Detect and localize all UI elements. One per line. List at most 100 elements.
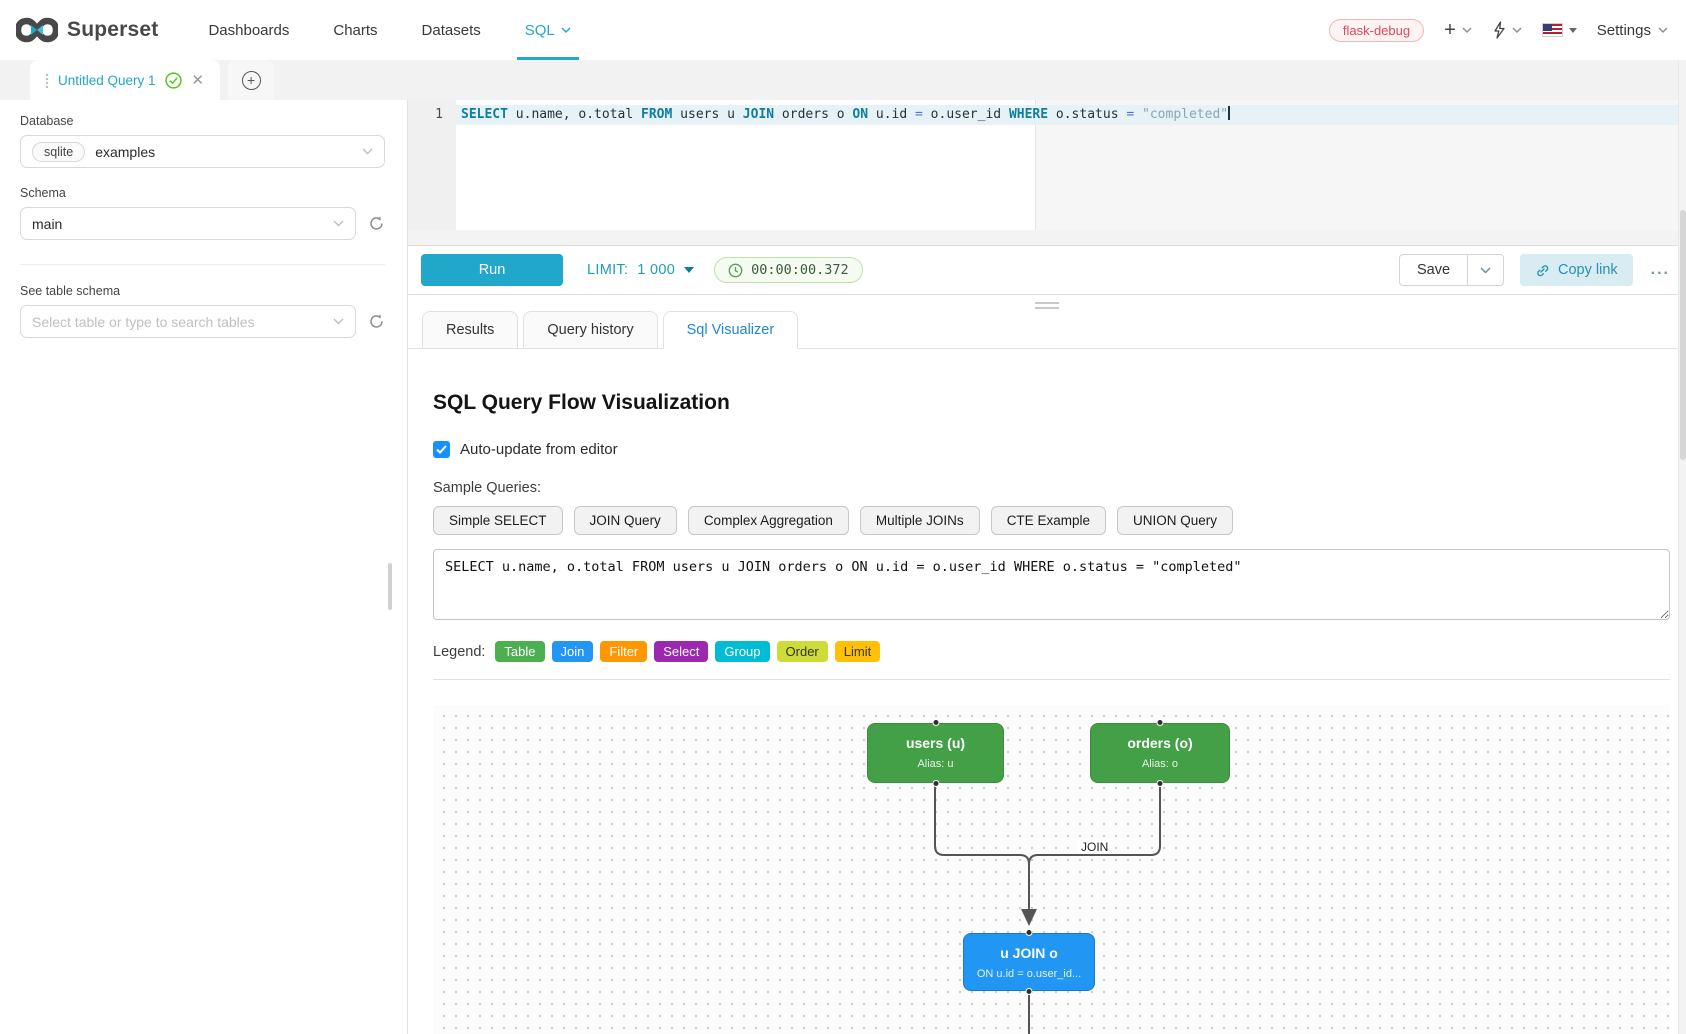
sidebar-resize-handle[interactable]: [388, 563, 392, 610]
save-button[interactable]: Save: [1398, 254, 1469, 286]
schema-select[interactable]: main: [20, 207, 356, 240]
editor-code-area[interactable]: SELECT u.name, o.total FROM users u JOIN…: [456, 100, 1685, 230]
copy-link-label: Copy link: [1558, 262, 1618, 278]
flow-node-join[interactable]: u JOIN o ON u.id = o.user_id...: [963, 929, 1095, 995]
refresh-schemas-button[interactable]: [368, 215, 385, 232]
language-picker[interactable]: [1541, 23, 1577, 37]
result-tabs: Results Query history Sql Visualizer: [408, 295, 1685, 349]
sql-token: WHERE: [1008, 107, 1049, 122]
query-tab-title: Untitled Query 1: [58, 72, 156, 88]
node-handle[interactable]: [1025, 929, 1033, 936]
refresh-icon: [370, 314, 383, 328]
query-flow-canvas[interactable]: JOIN users (u) Alias: u orders (o) Alias…: [433, 705, 1670, 1034]
superset-logo[interactable]: Superset: [16, 17, 158, 43]
nav-item-dashboards[interactable]: Dashboards: [208, 21, 290, 39]
sample-join-query-button[interactable]: JOIN Query: [573, 506, 677, 535]
content-divider: [433, 679, 1670, 680]
legend-badge-table: Table: [495, 641, 545, 662]
caret-down-icon: [684, 267, 695, 273]
node-handle[interactable]: [1025, 988, 1033, 995]
new-query-tab-button[interactable]: +: [228, 60, 275, 100]
nav-item-charts[interactable]: Charts: [333, 21, 378, 39]
query-tab-untitled[interactable]: Untitled Query 1 ✕: [30, 60, 221, 100]
chevron-down-icon: [1480, 266, 1491, 274]
scrollbar-thumb[interactable]: [1680, 210, 1686, 460]
schema-select-value: main: [32, 215, 63, 232]
link-icon: [1537, 264, 1549, 276]
checkbox-checked-icon[interactable]: [433, 441, 450, 458]
pane-resize-grip[interactable]: [1034, 299, 1059, 312]
database-label: Database: [20, 114, 74, 128]
sample-union-query-button[interactable]: UNION Query: [1116, 506, 1233, 535]
sql-code-editor[interactable]: 1 SELECT u.name, o.total FROM users u JO…: [408, 100, 1685, 230]
sqllab-workspace: Database sqlite examples Schema main See…: [0, 100, 1686, 1034]
scrollbar[interactable]: [1678, 60, 1686, 1034]
node-handle[interactable]: [932, 780, 939, 787]
limit-dropdown[interactable]: LIMIT: 1 000: [587, 262, 695, 278]
legend-badge-join: Join: [551, 641, 594, 662]
editor-resize-bar[interactable]: [408, 230, 1685, 246]
database-engine-badge: sqlite: [32, 141, 86, 162]
flow-node-orders[interactable]: orders (o) Alias: o: [1090, 719, 1230, 787]
legend-badge-filter: Filter: [600, 641, 648, 662]
sql-token: =: [1126, 107, 1135, 122]
database-select-value: examples: [95, 143, 156, 160]
settings-label: Settings: [1596, 21, 1651, 39]
sql-input-textarea[interactable]: SELECT u.name, o.total FROM users u JOIN…: [433, 549, 1670, 620]
database-select[interactable]: sqlite examples: [20, 135, 385, 168]
line-number: 1: [435, 107, 443, 122]
more-actions-button[interactable]: ...: [1650, 261, 1670, 278]
table-select[interactable]: Select table or type to search tables: [20, 305, 356, 338]
close-icon[interactable]: ✕: [191, 71, 205, 89]
active-nav-underline: [516, 57, 579, 60]
nav-item-datasets[interactable]: Datasets: [421, 21, 481, 39]
sql-token: SELECT: [461, 107, 508, 122]
flow-node-users[interactable]: users (u) Alias: u: [867, 719, 1004, 787]
table-schema-label: See table schema: [20, 284, 121, 298]
lightning-icon: [1494, 21, 1505, 39]
sql-token: ON: [852, 107, 869, 122]
join-edge-label: JOIN: [1077, 840, 1113, 854]
top-navbar: Superset Dashboards Charts Datasets SQL …: [0, 0, 1686, 60]
table-select-placeholder: Select table or type to search tables: [32, 313, 255, 330]
auto-update-toggle[interactable]: Auto-update from editor: [433, 441, 1670, 458]
node-subtitle: Alias: o: [1141, 758, 1179, 770]
sample-complex-aggregation-button[interactable]: Complex Aggregation: [687, 506, 849, 535]
node-handle[interactable]: [1156, 719, 1164, 726]
refresh-tables-button[interactable]: [368, 313, 385, 330]
sample-multiple-joins-button[interactable]: Multiple JOINs: [859, 506, 980, 535]
navbar-right: flask-debug + Settings: [1328, 18, 1668, 42]
sql-token: =: [915, 107, 923, 122]
query-search-menu[interactable]: [1492, 21, 1522, 39]
chevron-down-icon: [1658, 27, 1668, 33]
chevron-down-icon: [1462, 27, 1472, 33]
sample-cte-example-button[interactable]: CTE Example: [990, 506, 1106, 535]
settings-menu[interactable]: Settings: [1597, 22, 1668, 39]
flow-edges: [934, 783, 1161, 1034]
legend-badge-limit: Limit: [834, 641, 881, 662]
check-circle-icon: [164, 71, 182, 89]
node-handle[interactable]: [1156, 780, 1164, 787]
chevron-down-icon: [561, 27, 571, 33]
legend-badge-select: Select: [654, 641, 709, 662]
refresh-icon: [370, 216, 383, 230]
node-subtitle: Alias: u: [917, 758, 954, 770]
sample-simple-select-button[interactable]: Simple SELECT: [433, 506, 563, 535]
sample-query-buttons: Simple SELECT JOIN Query Complex Aggrega…: [433, 506, 1670, 535]
tab-sql-visualizer[interactable]: Sql Visualizer: [662, 311, 799, 349]
drag-handle-icon[interactable]: [45, 72, 49, 88]
sql-token: "completed": [1142, 107, 1229, 122]
node-handle[interactable]: [932, 719, 939, 726]
tab-results[interactable]: Results: [422, 311, 519, 349]
nav-item-sql[interactable]: SQL: [509, 0, 587, 60]
new-item-menu[interactable]: +: [1444, 20, 1472, 40]
clock-icon: [728, 263, 743, 277]
page-title: SQL Query Flow Visualization: [433, 391, 730, 414]
chevron-down-icon: [333, 318, 344, 325]
copy-link-button[interactable]: Copy link: [1520, 254, 1633, 286]
sql-token: orders o: [774, 107, 853, 122]
save-dropdown-button[interactable]: [1468, 254, 1505, 286]
run-button[interactable]: Run: [421, 254, 563, 286]
tab-query-history[interactable]: Query history: [523, 311, 658, 349]
